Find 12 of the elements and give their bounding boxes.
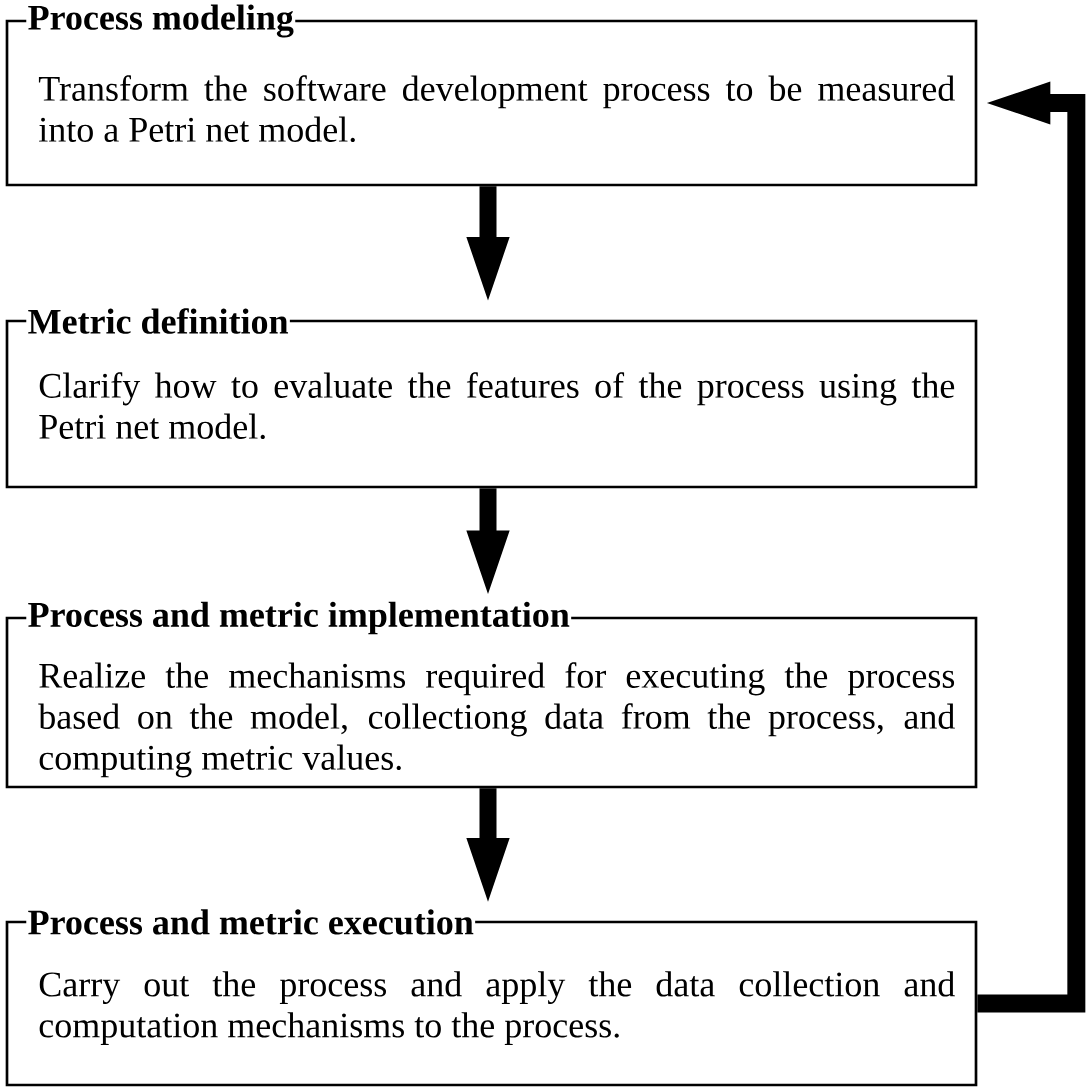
step-description: Transform the software development process to be measured into a Petri net model. — [38, 75, 955, 143]
step-title: Metric definition — [26, 308, 290, 334]
step-title: Process and metric implementation — [26, 601, 572, 635]
step-box — [5, 4, 978, 187]
step-box — [5, 308, 978, 489]
step-title: Process modeling — [26, 4, 296, 38]
step-description: Carry out the process and apply the data collection and computation mechanisms to the process. — [39, 971, 955, 1045]
step-title: Process and metric execution — [26, 909, 476, 935]
step-box — [5, 601, 978, 789]
step-description: Realize the mechanisms required for executing the process based on the model, collectiong data from the process, and computing metric values. — [38, 662, 955, 778]
step-box — [5, 909, 978, 1087]
step-description: Clarify how to evaluate the features of the process using the Petri net model. — [39, 372, 955, 440]
